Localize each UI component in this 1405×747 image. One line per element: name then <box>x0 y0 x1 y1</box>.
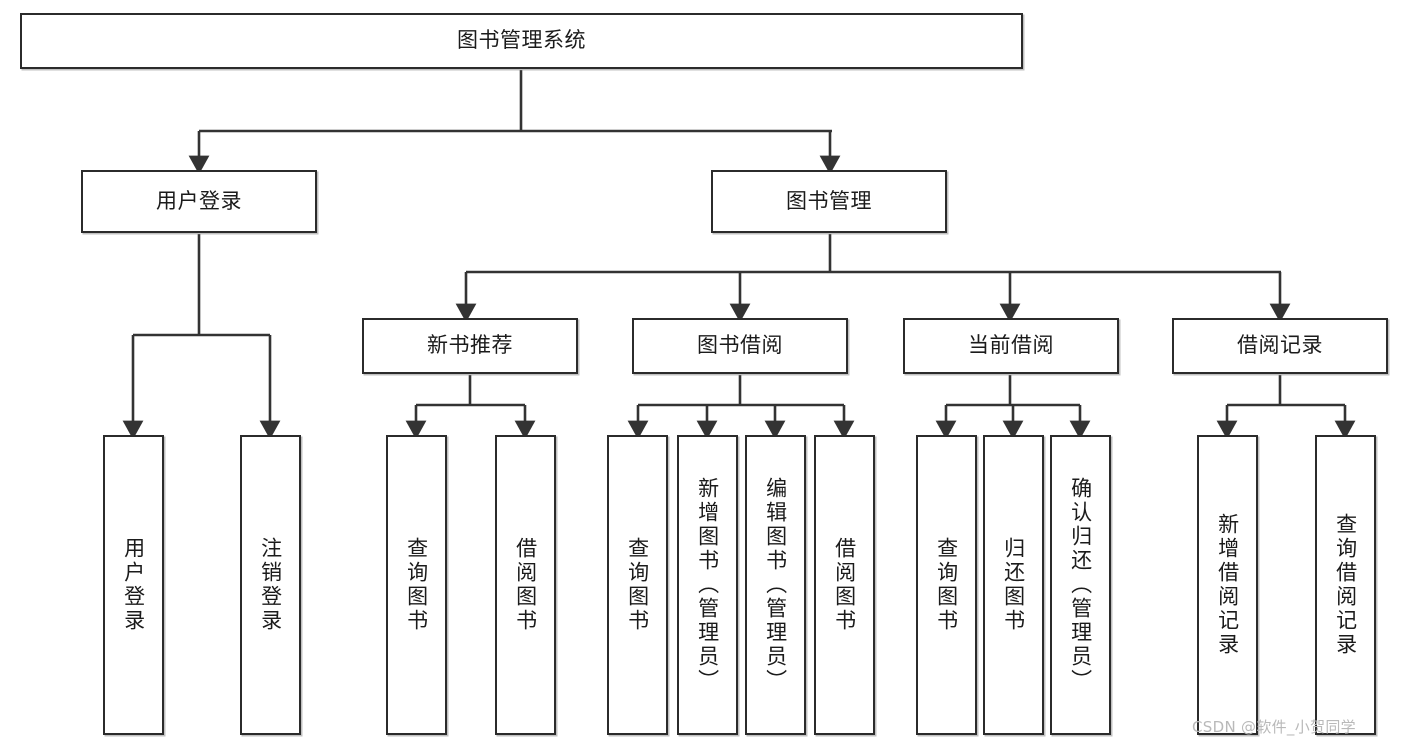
leaf-user-login[interactable]: 用户登录 <box>103 435 164 735</box>
leaf-logout[interactable]: 注销登录 <box>240 435 301 735</box>
node-new-book-recommend[interactable]: 新书推荐 <box>362 318 578 374</box>
node-book-borrow[interactable]: 图书借阅 <box>632 318 848 374</box>
leaf-current-return-book[interactable]: 归还图书 <box>983 435 1044 735</box>
leaf-record-add-borrow-record[interactable]: 新增借阅记录 <box>1197 435 1258 735</box>
leaf-current-query-book[interactable]: 查询图书 <box>916 435 977 735</box>
node-user-login[interactable]: 用户登录 <box>81 170 317 233</box>
leaf-borrow-edit-book-admin[interactable]: 编辑图书（管理员） <box>745 435 806 735</box>
node-book-management[interactable]: 图书管理 <box>711 170 947 233</box>
leaf-borrow-borrow-book[interactable]: 借阅图书 <box>814 435 875 735</box>
leaf-borrow-query-book[interactable]: 查询图书 <box>607 435 668 735</box>
node-borrow-record[interactable]: 借阅记录 <box>1172 318 1388 374</box>
node-root-system[interactable]: 图书管理系统 <box>20 13 1023 69</box>
leaf-newbook-query-book[interactable]: 查询图书 <box>386 435 447 735</box>
node-current-borrow[interactable]: 当前借阅 <box>903 318 1119 374</box>
csdn-watermark: CSDN @软件_小贺同学 <box>1192 718 1356 736</box>
leaf-borrow-add-book-admin[interactable]: 新增图书（管理员） <box>677 435 738 735</box>
leaf-newbook-borrow-book[interactable]: 借阅图书 <box>495 435 556 735</box>
leaf-record-query-borrow-record[interactable]: 查询借阅记录 <box>1315 435 1376 735</box>
leaf-current-confirm-return-admin[interactable]: 确认归还（管理员） <box>1050 435 1111 735</box>
